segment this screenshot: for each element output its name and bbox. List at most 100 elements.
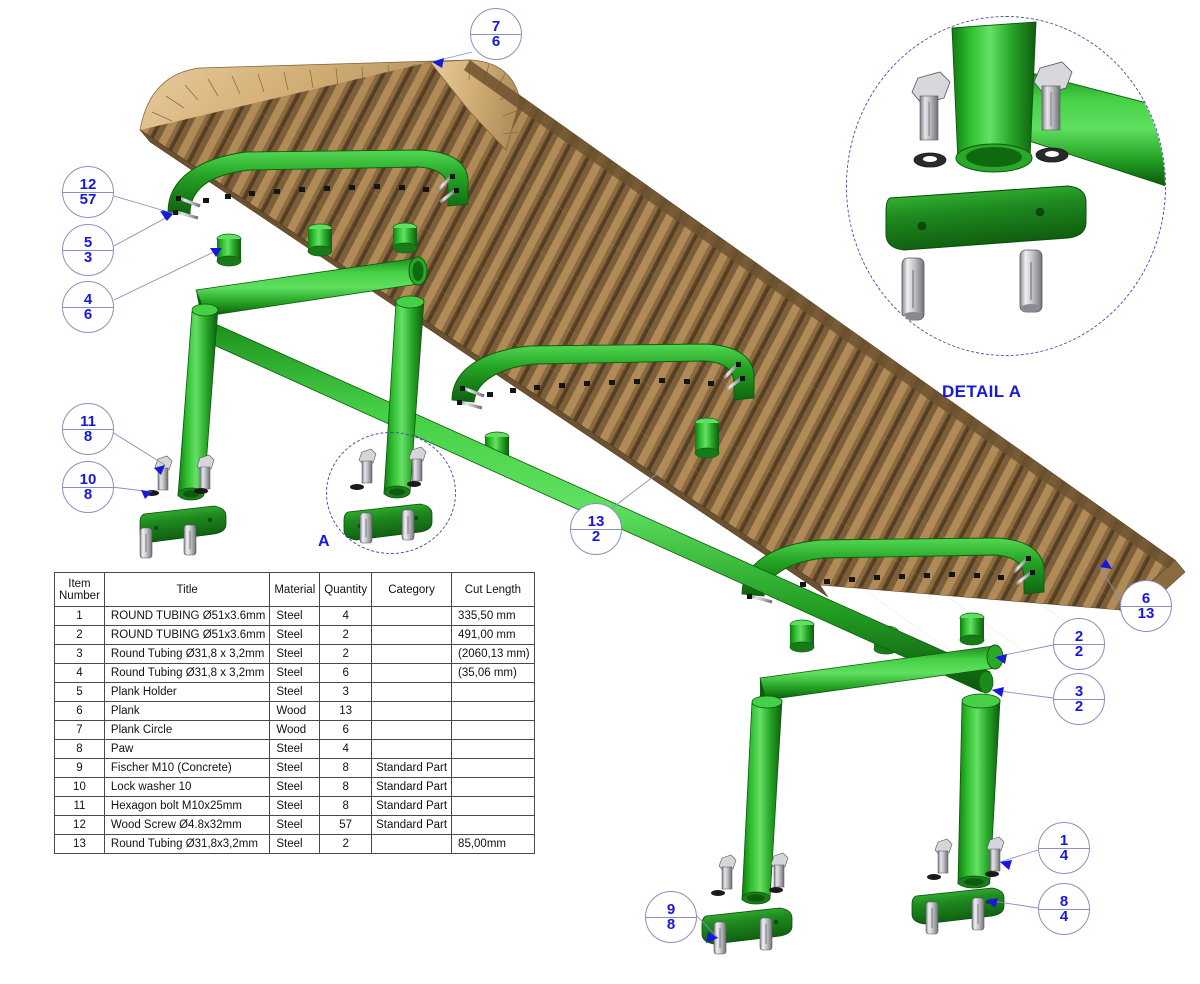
balloon-quantity: 8 <box>666 916 676 933</box>
balloon-quantity: 2 <box>1074 698 1084 715</box>
cell-material: Steel <box>269 606 321 626</box>
cell-category <box>371 682 453 702</box>
cell-quantity: 8 <box>319 796 373 816</box>
cell-material: Steel <box>269 663 321 683</box>
cell-category <box>371 739 453 759</box>
cell-item-number: 9 <box>54 758 105 778</box>
concrete-anchor <box>183 524 197 556</box>
cell-material: Steel <box>269 625 321 645</box>
cell-cut-length <box>451 796 535 816</box>
balloon-quantity: 6 <box>491 33 501 50</box>
balloon-divider <box>1054 699 1104 700</box>
cell-quantity: 3 <box>319 682 373 702</box>
balloon-divider <box>63 250 113 251</box>
cell-item-number: 6 <box>54 701 105 721</box>
cell-material: Steel <box>269 834 321 854</box>
balloon-divider <box>1054 644 1104 645</box>
header-item-number: Item Number <box>54 572 105 607</box>
cell-material: Steel <box>269 644 321 664</box>
cell-quantity: 6 <box>319 720 373 740</box>
concrete-anchor <box>901 257 925 321</box>
cell-category <box>371 606 453 626</box>
header-cut-length: Cut Length <box>451 572 535 607</box>
cell-title: Lock washer 10 <box>103 777 271 797</box>
balloon-item-number: 6 <box>1141 590 1151 607</box>
cell-category <box>371 663 453 683</box>
cell-item-number: 5 <box>54 682 105 702</box>
balloon-divider <box>63 307 113 308</box>
cell-category <box>371 701 453 721</box>
cell-cut-length <box>451 682 535 702</box>
cell-quantity: 6 <box>319 663 373 683</box>
header-quantity: Quantity <box>319 572 373 607</box>
cell-item-number: 4 <box>54 663 105 683</box>
concrete-anchor <box>1019 249 1043 313</box>
cell-material: Steel <box>269 815 321 835</box>
cell-item-number: 11 <box>54 796 105 816</box>
cell-item-number: 1 <box>54 606 105 626</box>
cell-item-number: 10 <box>54 777 105 797</box>
cell-title: ROUND TUBING Ø51x3.6mm <box>103 625 271 645</box>
balloon-quantity: 57 <box>79 191 97 208</box>
cell-cut-length: (35,06 mm) <box>451 663 535 683</box>
table-header-row: Item Number Title Material Quantity Cate… <box>54 572 535 607</box>
leg-3-base <box>701 852 793 955</box>
plank-holder-1 <box>167 149 469 220</box>
balloon-quantity: 3 <box>83 249 93 266</box>
header-material: Material <box>269 572 321 607</box>
stub <box>392 222 418 254</box>
balloon-item-number: 3 <box>1074 683 1084 700</box>
balloon-quantity: 2 <box>591 528 601 545</box>
cell-item-number: 2 <box>54 625 105 645</box>
cell-cut-length: (2060,13 mm) <box>451 644 535 664</box>
cell-title: Round Tubing Ø31,8 x 3,2mm <box>103 644 271 664</box>
concrete-anchor <box>139 527 153 559</box>
leg-4 <box>957 693 1001 889</box>
hex-bolt <box>196 454 215 490</box>
wood-screws-holder-1 <box>173 158 459 220</box>
balloon-divider <box>63 429 113 430</box>
hex-bolt <box>718 854 737 890</box>
plank-holder-2 <box>451 343 755 410</box>
balloon-quantity: 13 <box>1137 605 1155 622</box>
cell-material: Steel <box>269 777 321 797</box>
concrete-anchor <box>971 897 985 931</box>
cell-quantity: 13 <box>319 701 373 721</box>
cell-item-number: 12 <box>54 815 105 835</box>
detail-a-source-circle <box>326 432 456 554</box>
hex-bolt <box>1033 61 1073 131</box>
cell-category <box>371 720 453 740</box>
balloon-divider <box>471 34 521 35</box>
balloon-item-number: 8 <box>1059 893 1069 910</box>
balloon-quantity: 8 <box>83 486 93 503</box>
balloon-divider <box>1039 848 1089 849</box>
cell-material: Wood <box>269 720 321 740</box>
detail-a-source-marker: A <box>318 533 330 550</box>
cell-cut-length <box>451 815 535 835</box>
balloon-item-number: 2 <box>1074 628 1084 645</box>
stub <box>307 223 333 257</box>
cell-material: Steel <box>269 758 321 778</box>
stub <box>959 612 985 646</box>
cell-category: Standard Part <box>371 796 453 816</box>
